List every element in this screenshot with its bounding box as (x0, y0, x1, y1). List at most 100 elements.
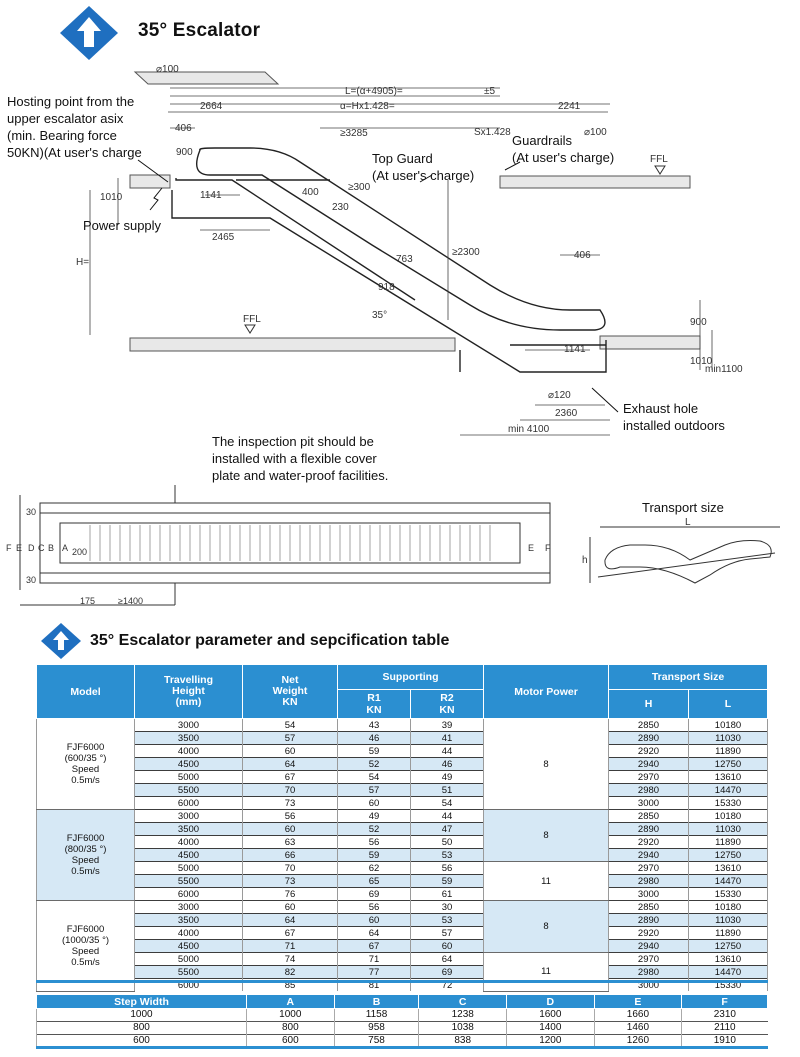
section-title: 35° Escalator parameter and sepcificatio… (90, 632, 450, 649)
dim-1010-bot: 1010 (690, 356, 713, 367)
dim-300: ≥300 (348, 182, 371, 193)
r2-cell: 44 (410, 809, 484, 823)
plan-letter-a: A (62, 543, 68, 553)
r2-cell: 39 (410, 718, 484, 732)
weight-cell: 64 (242, 913, 338, 927)
transport-l-cell: 14470 (688, 783, 768, 797)
height-cell: 4000 (134, 835, 243, 849)
plan-letter-e: E (16, 543, 22, 553)
transport-h-cell: 2920 (608, 926, 689, 940)
height-cell: 4500 (134, 757, 243, 771)
step-col-header: A (246, 994, 335, 1009)
height-cell: 3000 (134, 809, 243, 823)
transport-l-cell: 14470 (688, 874, 768, 888)
plan-view-drawing: 30 30 F E D C B A 200 E F 175 ≥1400 (6, 485, 551, 606)
plan-dim-175: 175 (80, 596, 95, 606)
height-cell: 6000 (134, 796, 243, 810)
height-cell: 3000 (134, 900, 243, 914)
step-cell: 600 (246, 1034, 335, 1047)
transport-l-cell: 11890 (688, 835, 768, 849)
weight-cell: 73 (242, 796, 338, 810)
spec-table-bottom-rule (36, 980, 768, 983)
height-cell: 5000 (134, 861, 243, 875)
step-cell: 2110 (681, 1021, 768, 1035)
r2-cell: 47 (410, 822, 484, 836)
r1-cell: 57 (337, 783, 411, 797)
weight-cell: 63 (242, 835, 338, 849)
r2-cell: 69 (410, 965, 484, 979)
r2-cell: 50 (410, 835, 484, 849)
transport-l-cell: 12750 (688, 939, 768, 953)
transport-l-cell: 12750 (688, 848, 768, 862)
plan-dim-30b: 30 (26, 575, 36, 585)
height-cell: 4000 (134, 744, 243, 758)
motor-power-cell: 11 (483, 952, 609, 992)
plan-dim-f: F (545, 543, 551, 553)
step-cell: 1200 (506, 1034, 595, 1047)
r1-cell: 54 (337, 770, 411, 784)
exhaust-hole-note: Exhaust hole installed outdoors (623, 401, 725, 433)
dim-900-bot: 900 (690, 317, 707, 328)
transport-h-cell: 2890 (608, 731, 689, 745)
transport-h-cell: 2850 (608, 718, 689, 732)
dim-763: 763 (396, 254, 413, 265)
r2-cell: 49 (410, 770, 484, 784)
r2-cell: 61 (410, 887, 484, 901)
r1-cell: 67 (337, 939, 411, 953)
step-cell: 1600 (506, 1008, 595, 1022)
step-cell: 758 (333, 1034, 419, 1047)
step-cell: 1238 (418, 1008, 507, 1022)
dim-1141-bot: 1141 (564, 344, 586, 355)
weight-cell: 67 (242, 770, 338, 784)
weight-cell: 66 (242, 848, 338, 862)
motor-power-cell: 8 (483, 809, 609, 862)
height-cell: 3500 (134, 822, 243, 836)
transport-h-cell: 2890 (608, 913, 689, 927)
weight-cell: 71 (242, 939, 338, 953)
plan-dim-e: E (528, 543, 534, 553)
weight-cell: 56 (242, 809, 338, 823)
r2-cell: 59 (410, 874, 484, 888)
r2-cell: 56 (410, 861, 484, 875)
weight-cell: 82 (242, 965, 338, 979)
dim-1141-top: 1141 (200, 190, 222, 201)
height-cell: 5500 (134, 874, 243, 888)
weight-cell: 73 (242, 874, 338, 888)
plan-letter-b: B (48, 543, 54, 553)
height-cell: 5000 (134, 770, 243, 784)
transport-h-cell: 2980 (608, 874, 689, 888)
weight-cell: 67 (242, 926, 338, 940)
transport-l-cell: 11030 (688, 913, 768, 927)
step-cell: 838 (418, 1034, 507, 1047)
plan-letter-c: C (38, 543, 45, 553)
transport-h-cell: 2970 (608, 770, 689, 784)
step-cell: 1400 (506, 1021, 595, 1035)
dim-min1100: min1100 (705, 364, 743, 375)
col-supporting: Supporting (337, 664, 484, 690)
step-cell: 1158 (333, 1008, 419, 1022)
transport-l-cell: 11890 (688, 744, 768, 758)
r1-cell: 43 (337, 718, 411, 732)
r2-cell: 57 (410, 926, 484, 940)
r2-cell: 54 (410, 796, 484, 810)
r2-cell: 46 (410, 757, 484, 771)
